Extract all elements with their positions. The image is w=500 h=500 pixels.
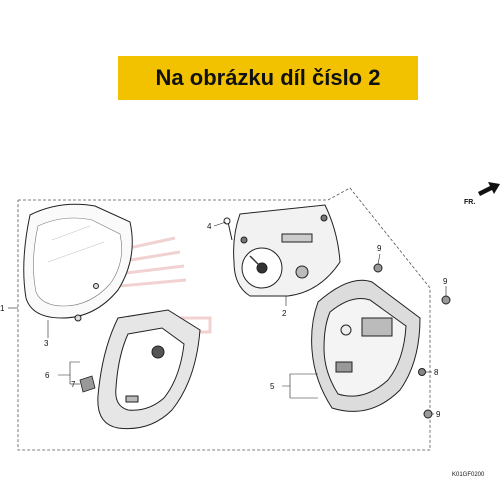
callout-9-bottom: 9: [436, 410, 441, 419]
part-banner: Na obrázku díl číslo 2: [118, 56, 418, 100]
callout-2: 2: [282, 309, 287, 318]
screw-part: [223, 217, 233, 241]
callout-5: 5: [270, 382, 275, 391]
assembly-frame: [17, 187, 431, 451]
diagram-code: K01GF0200: [452, 472, 485, 478]
callout-9-right: 9: [443, 277, 448, 286]
leader-lines: [8, 221, 447, 415]
direction-indicator: FR.: [464, 182, 500, 206]
clip-part: [79, 375, 96, 393]
lens-cover-part: [23, 203, 133, 322]
callout-4: 4: [207, 222, 212, 231]
bolt-9-bottom: [423, 409, 433, 419]
callout-1: 1: [0, 304, 5, 313]
meter-case-part: [311, 279, 421, 412]
bezel-frame-part: [97, 309, 201, 430]
direction-label: FR.: [464, 199, 475, 206]
bolt-9-right: [441, 295, 451, 305]
callout-8: 8: [434, 368, 439, 377]
callout-7: 7: [71, 380, 76, 389]
callout-6: 6: [45, 371, 50, 380]
direction-arrow-icon: [478, 182, 500, 196]
meter-panel-part: [233, 204, 341, 297]
screw-8: [418, 368, 426, 376]
bolt-9-top: [373, 263, 383, 273]
callout-9-top: 9: [377, 244, 382, 253]
callout-3: 3: [44, 339, 49, 348]
banner-text: Na obrázku díl číslo 2: [155, 65, 381, 90]
